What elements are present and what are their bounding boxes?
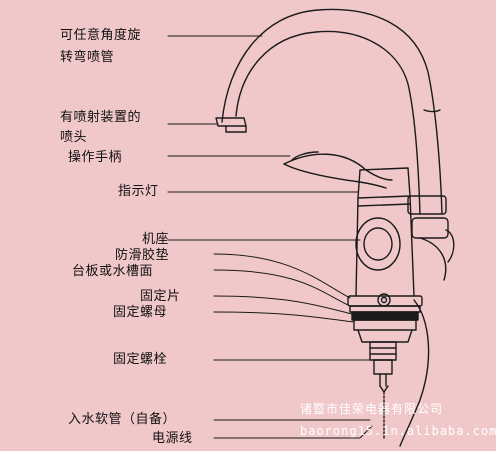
label-antislip-gasket: 防滑胶垫 bbox=[115, 248, 170, 263]
watermark-url: baorong15.1n.alibaba.com bbox=[300, 424, 496, 438]
label-spray-head-line2: 喷头 bbox=[60, 130, 88, 145]
label-indicator-light: 指示灯 bbox=[118, 184, 159, 199]
faucet-body bbox=[355, 167, 415, 307]
label-base: 机座 bbox=[142, 232, 170, 247]
label-swivel-spout-line1: 可任意角度旋 bbox=[60, 28, 142, 43]
swivel-spout bbox=[221, 8, 443, 215]
label-fixing-nut: 固定螺母 bbox=[113, 305, 168, 320]
label-spray-head-line1: 有喷射装置的 bbox=[60, 110, 142, 125]
label-power-cord: 电源线 bbox=[152, 431, 193, 446]
label-countertop: 台板或水槽面 bbox=[72, 264, 154, 279]
spout-collar bbox=[407, 195, 455, 281]
label-operating-handle: 操作手柄 bbox=[68, 150, 123, 165]
watermark-company: 诸暨市佳荣电器有限公司 bbox=[300, 402, 444, 416]
fixing-bolt bbox=[369, 299, 430, 447]
label-fixing-bolt: 固定螺栓 bbox=[113, 352, 168, 367]
spray-head bbox=[215, 117, 247, 133]
label-inlet-hose: 入水软管（自备） bbox=[68, 412, 177, 427]
label-fixing-plate: 固定片 bbox=[140, 289, 181, 304]
label-swivel-spout-line2: 转弯喷管 bbox=[60, 50, 115, 65]
leader-lines bbox=[167, 35, 373, 439]
